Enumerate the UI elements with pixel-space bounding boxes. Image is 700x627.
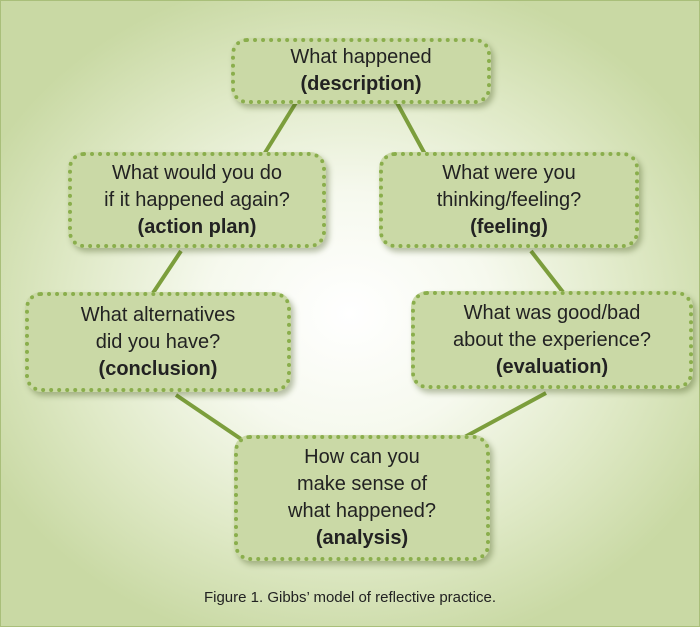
node-evaluation-label: (evaluation) — [495, 355, 609, 378]
connector-description-feeling — [394, 100, 428, 157]
node-action-plan-label: (action plan) — [137, 215, 257, 238]
figure-caption: Figure 1. Gibbs’ model of reflective pra… — [203, 589, 497, 606]
connector-evaluation-analysis — [460, 391, 547, 441]
node-analysis-label: (analysis) — [315, 527, 409, 549]
node-evaluation-question: What was good/bad about the experience? — [453, 301, 651, 351]
connector-analysis-conclusion — [174, 393, 243, 441]
node-feeling-question: What were you thinking/feeling? — [436, 161, 582, 211]
node-analysis: How can you make sense of what happened?… — [234, 435, 490, 561]
connector-feeling-evaluation — [529, 249, 568, 298]
node-conclusion-label: (conclusion) — [98, 357, 218, 380]
node-conclusion: What alternatives did you have? (conclus… — [25, 292, 291, 392]
node-action-plan-question: What would you do if it happened again? — [104, 161, 290, 211]
node-evaluation: What was good/bad about the experience? … — [411, 291, 693, 389]
node-description: What happened (description) — [231, 38, 491, 104]
node-description-question: What happened — [290, 46, 432, 68]
node-analysis-question: How can you make sense of what happened? — [288, 446, 436, 522]
node-feeling-label: (feeling) — [470, 215, 548, 238]
node-conclusion-question: What alternatives did you have? — [80, 303, 236, 353]
node-description-label: (description) — [300, 73, 422, 95]
connector-action-plan-description — [261, 99, 299, 158]
connector-conclusion-action-plan — [149, 249, 183, 298]
node-feeling: What were you thinking/feeling? (feeling… — [379, 152, 639, 248]
node-action-plan: What would you do if it happened again? … — [68, 152, 326, 248]
